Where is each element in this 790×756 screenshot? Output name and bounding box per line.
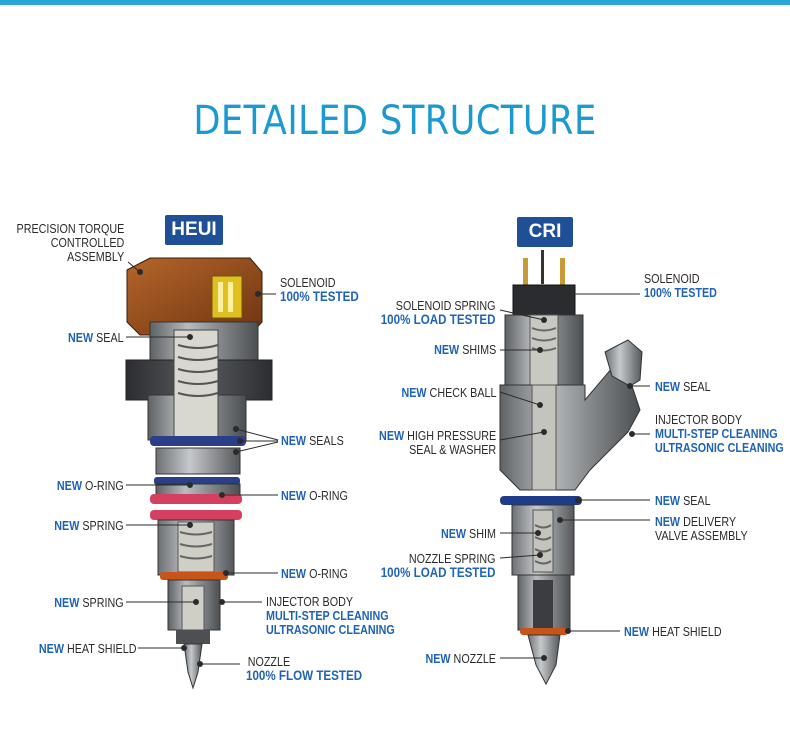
- heui-seal-label: NEW SEAL: [68, 331, 124, 345]
- cri-solenoid-label: SOLENOID 100% TESTED: [644, 272, 717, 300]
- cri-leader-lines: [499, 291, 650, 661]
- heui-injector-body-label: INJECTOR BODY MULTI-STEP CLEANING ULTRAS…: [266, 595, 395, 637]
- cri-high-pressure-label: NEW HIGH PRESSURE SEAL & WASHER: [378, 429, 496, 457]
- heui-leader-lines: [126, 261, 279, 667]
- heui-spring-lower-label: NEW SPRING: [54, 596, 124, 610]
- heui-solenoid-label: SOLENOID 100% TESTED: [280, 276, 359, 304]
- page-title: DETAILED STRUCTURE: [193, 98, 597, 144]
- cri-heat-shield-label: NEW HEAT SHIELD: [624, 625, 722, 639]
- heui-spring-upper-label: NEW SPRING: [54, 519, 124, 533]
- cri-solenoid-spring-label: SOLENOID SPRING 100% LOAD TESTED: [381, 299, 496, 327]
- heui-nozzle-label: NOZZLE 100% FLOW TESTED: [246, 655, 363, 683]
- cri-shims-label: NEW SHIMS: [433, 343, 496, 357]
- heui-oring-right-label: NEW O-RING: [281, 489, 348, 503]
- cri-seal-upper-label: NEW SEAL: [655, 380, 711, 394]
- cri-nozzle-spring-label: NOZZLE SPRING 100% LOAD TESTED: [381, 552, 496, 580]
- cri-check-ball-label: NEW CHECK BALL: [400, 386, 496, 400]
- cri-nozzle-label: NEW NOZZLE: [425, 652, 496, 666]
- cri-injector-drawing: [499, 250, 643, 686]
- cri-delivery-valve-label: NEW DELIVERY VALVE ASSEMBLY: [655, 515, 748, 543]
- cri-seal-lower-label: NEW SEAL: [655, 494, 711, 508]
- cri-badge: CRI: [517, 217, 573, 247]
- cri-shim-label: NEW SHIM: [441, 527, 496, 541]
- top-accent-bar: [0, 0, 790, 5]
- heui-injector-drawing: [125, 257, 273, 690]
- heui-badge: HEUI: [165, 215, 223, 245]
- heui-oring-lower-label: NEW O-RING: [281, 567, 348, 581]
- heui-heat-shield-label: NEW HEAT SHIELD: [38, 642, 136, 656]
- cri-injector-body-label: INJECTOR BODY MULTI-STEP CLEANING ULTRAS…: [655, 413, 784, 455]
- precision-torque-label: PRECISION TORQUE CONTROLLED ASSEMBLY: [16, 222, 124, 264]
- heui-oring-left-label: NEW O-RING: [57, 479, 124, 493]
- heui-seals-label: NEW SEALS: [281, 434, 344, 448]
